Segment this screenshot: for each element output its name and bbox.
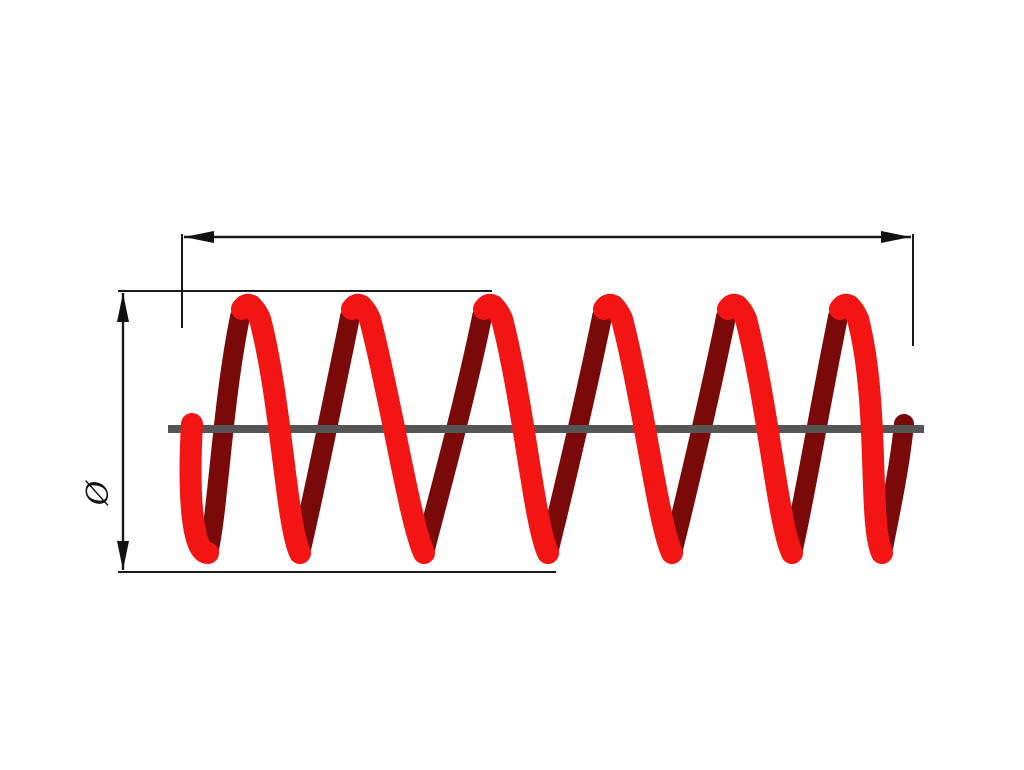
length-arrow-left	[184, 231, 214, 243]
coil-front-strand	[829, 293, 893, 564]
spring	[168, 293, 924, 564]
spring-front-strands	[179, 293, 893, 564]
coil-front-strand	[593, 293, 683, 564]
diameter-arrow-bottom	[117, 541, 129, 570]
length-dimension	[181, 231, 914, 346]
length-arrow-right	[881, 231, 911, 243]
diameter-dimension: Ø	[81, 290, 556, 573]
coil-front-strand	[717, 293, 803, 564]
coil-front-strand	[473, 293, 559, 564]
diameter-arrow-top	[117, 293, 129, 322]
coil-front-strand-start	[179, 413, 219, 564]
diameter-label: Ø	[81, 479, 116, 506]
coil-front-strand	[231, 293, 311, 564]
coil-front-strand	[341, 293, 435, 564]
